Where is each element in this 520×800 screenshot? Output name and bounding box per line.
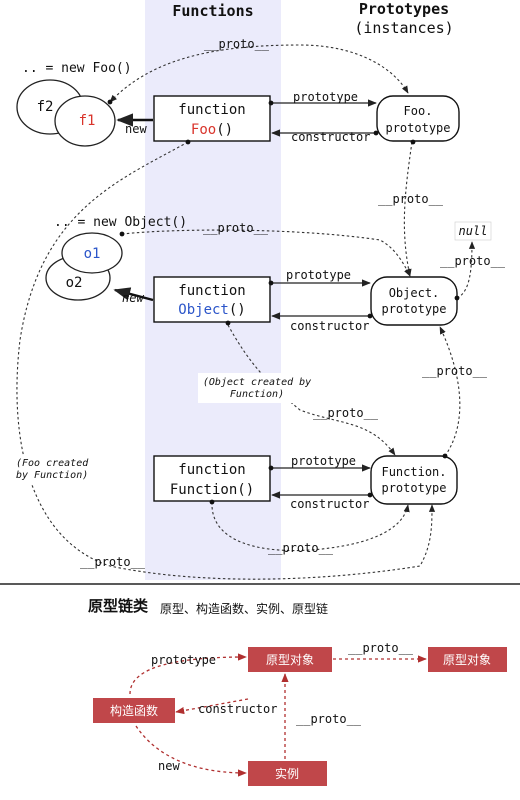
label-proto-7: __proto__ <box>268 541 334 555</box>
label-new-1: new <box>125 122 147 136</box>
label-new: new <box>158 759 180 773</box>
prototypes-header: Prototypes <box>359 0 449 18</box>
arrow-function-proto <box>211 501 410 552</box>
dot <box>185 139 191 145</box>
prototype-object-label: 原型对象 <box>266 653 314 667</box>
prototype-chain-summary: 原型链类 原型、构造函数、实例、原型链 原型对象 原型对象 构造函数 实例 pr… <box>88 597 507 786</box>
constructor-box <box>93 698 175 723</box>
foo-created-line1: (Foo created <box>16 458 89 469</box>
foo-prototype-line1: Foo. <box>404 104 433 118</box>
prototype-chain-diagram: Functions Prototypes (instances) .. = ne… <box>0 0 520 585</box>
arrow-fooproto-proto <box>403 141 413 277</box>
label-prototype-1: prototype <box>293 90 358 104</box>
foo-created-note <box>10 455 94 485</box>
label-constructor-3: constructor <box>290 497 369 511</box>
dot <box>410 139 416 145</box>
dot <box>373 130 379 136</box>
label-constructor: constructor <box>198 702 277 716</box>
label-proto-5: __proto__ <box>422 364 488 378</box>
null-box <box>454 221 492 241</box>
object-created-line1: (Object created by <box>203 377 311 388</box>
label-proto-3: __proto__ <box>203 221 269 235</box>
dot <box>107 99 113 105</box>
o1-circle <box>61 232 123 274</box>
object-prototype-box <box>370 276 458 326</box>
prototype-object-2-label: 原型对象 <box>443 653 491 667</box>
dot <box>268 100 274 106</box>
dot <box>119 231 125 237</box>
summary-subtitle: 原型、构造函数、实例、原型链 <box>160 601 328 616</box>
prototype-object-box <box>248 647 332 672</box>
function-prototype-line2: prototype <box>381 481 446 495</box>
label-proto-4: __proto__ <box>440 254 506 268</box>
object-function-kw: function <box>178 283 245 299</box>
label-prototype-3: prototype <box>291 454 356 468</box>
foo-function-name: Foo() <box>191 122 233 138</box>
object-created-note <box>198 373 316 403</box>
label-prototype: prototype <box>151 653 216 667</box>
o2-label: o2 <box>66 275 83 291</box>
f2-label: f2 <box>37 99 54 115</box>
instance-box <box>248 761 327 786</box>
instance-label: 实例 <box>275 766 299 781</box>
dot <box>367 492 373 498</box>
label-proto-1: __proto__ <box>204 37 270 51</box>
arrow-objproto-null <box>456 241 476 299</box>
dot <box>367 313 373 319</box>
dot <box>209 499 215 505</box>
arrow-f1-proto <box>109 44 409 103</box>
dot <box>442 453 448 459</box>
arrow-prototype <box>129 653 247 695</box>
foo-function-box <box>153 95 271 142</box>
object-prototype-line1: Object. <box>389 286 440 300</box>
arrow-new <box>135 725 247 777</box>
object-prototype-line2: prototype <box>381 302 446 316</box>
null-label: null <box>459 224 488 238</box>
foo-prototype-box <box>376 95 460 142</box>
o1-label: o1 <box>84 246 101 262</box>
instances-header: (instances) <box>354 19 453 37</box>
label-instance-proto: __proto__ <box>296 712 362 726</box>
label-constructor-2: constructor <box>290 319 369 333</box>
label-proto-8: __proto__ <box>80 555 146 569</box>
arrow-constructor <box>175 698 249 715</box>
label-constructor-1: constructor <box>291 130 370 144</box>
f1-circle <box>54 95 116 147</box>
object-created-line2: Function) <box>230 389 284 400</box>
label-proto-2: __proto__ <box>378 192 444 206</box>
foo-prototype-line2: prototype <box>385 121 450 135</box>
prototype-object-2-box <box>428 647 507 672</box>
arrow-new-object <box>113 287 154 302</box>
object-function-box <box>153 276 271 323</box>
new-foo-label: .. = new Foo() <box>22 61 132 76</box>
foo-created-line2: by Function) <box>16 470 88 481</box>
arrow-object-created <box>227 324 396 456</box>
dot <box>268 280 274 286</box>
dot <box>225 320 231 326</box>
arrow-funcproto-proto <box>439 326 461 457</box>
function-prototype-box <box>370 455 458 505</box>
f1-label: f1 <box>79 113 96 129</box>
function-prototype-line1: Function. <box>381 465 446 479</box>
dot <box>454 295 460 301</box>
constructor-label: 构造函数 <box>110 703 158 718</box>
functions-header: Functions <box>172 2 253 20</box>
object-function-name: Object() <box>178 302 245 318</box>
foo-function-kw: function <box>178 102 245 118</box>
summary-title: 原型链类 <box>88 597 149 615</box>
label-prototype-2: prototype <box>286 268 351 282</box>
label-new-2: new <box>122 291 144 305</box>
label-proto-chain: __proto__ <box>348 641 414 655</box>
label-proto-6: __proto__ <box>313 406 379 420</box>
new-object-label: .. = new Object() <box>54 215 187 230</box>
function-function-name: Function() <box>170 482 254 498</box>
dot <box>268 465 274 471</box>
function-function-kw: function <box>178 462 245 478</box>
